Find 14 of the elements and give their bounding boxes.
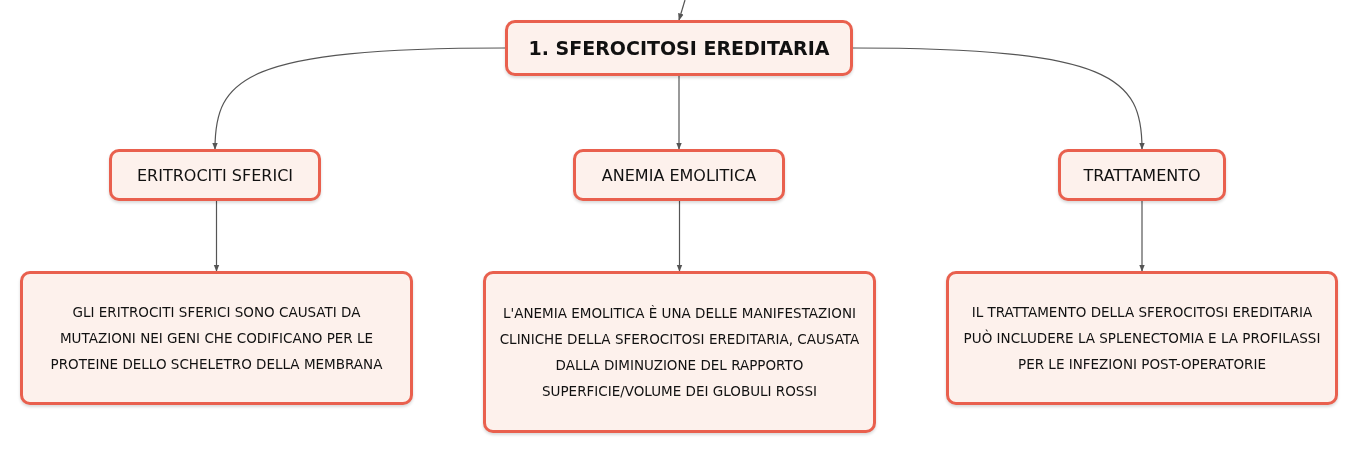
subtopic-box: ERITROCITI SFERICI: [109, 149, 321, 201]
arrow: [676, 75, 682, 150]
arrow: [212, 47, 506, 150]
description-box: L'ANEMIA EMOLITICA È UNA DELLE MANIFESTAZIONI CLINICHE DELLA SFEROCITOSI EREDITARIA, CAUSATA DALLA DIMINUZIONE DEL RAPPORTO SUPERFICIE/VOLUME DEI GLOBULI ROSSI: [483, 271, 876, 433]
subtopic-box: TRATTAMENTO: [1058, 149, 1226, 201]
topic-box: 1. SFEROCITOSI EREDITARIA: [505, 20, 853, 76]
subtopic-box: ANEMIA EMOLITICA: [573, 149, 785, 201]
arrow: [213, 200, 220, 272]
arrow: [678, 0, 686, 21]
description-box: IL TRATTAMENTO DELLA SFEROCITOSI EREDITARIA PUÒ INCLUDERE LA SPLENECTOMIA E LA PROFILASSI PER LE INFEZIONI POST-OPERATORIE: [946, 271, 1338, 405]
arrow: [1139, 200, 1145, 272]
arrow: [676, 200, 683, 272]
arrow: [852, 47, 1145, 150]
description-box: GLI ERITROCITI SFERICI SONO CAUSATI DA MUTAZIONI NEI GENI CHE CODIFICANO PER LE PROTEINE DELLO SCHELETRO DELLA MEMBRANA: [20, 271, 413, 405]
